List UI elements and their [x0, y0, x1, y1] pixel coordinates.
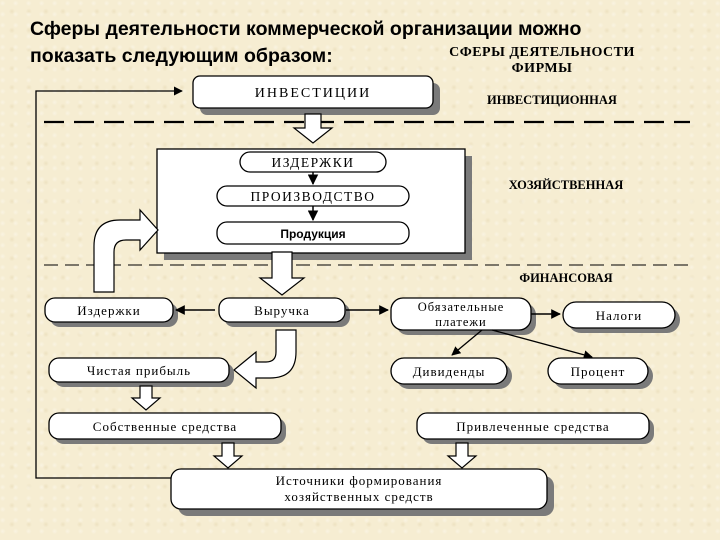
- arrow-mandatory-to-interest: [491, 329, 593, 360]
- box-mandatory-payments: Обязательные платежи: [390, 297, 536, 335]
- arrow-mandatory-to-dividends: [451, 329, 483, 356]
- box-own-funds-label: Собственные средства: [93, 419, 237, 434]
- box-production: ПРОИЗВОДСТВО: [216, 185, 410, 207]
- diagram-heading-line-2: ФИРМЫ: [512, 61, 573, 76]
- box-net-profit: Чистая прибыль: [48, 357, 234, 387]
- feedback-loop-line: [35, 86, 183, 479]
- diagram-heading-line-1: СФЕРЫ ДЕЯТЕЛЬНОСТИ: [449, 45, 635, 60]
- block-arrow-costs-to-economic: [93, 208, 159, 293]
- box-production-label: ПРОИЗВОДСТВО: [251, 189, 376, 204]
- sphere-financial-label: ФИНАНСОВАЯ: [519, 271, 612, 285]
- sphere-economic-label: ХОЗЯЙСТВЕННАЯ: [509, 178, 624, 192]
- box-taxes: Налоги: [562, 301, 680, 333]
- block-arrow-own-funds-to-sources: [212, 442, 244, 469]
- slide-title: Сферы деятельности коммерческой организа…: [30, 16, 690, 70]
- box-investments: ИНВЕСТИЦИИ: [192, 75, 440, 115]
- box-product-label: Продукция: [280, 227, 345, 241]
- block-arrow-net-profit-to-own-funds: [130, 385, 162, 411]
- box-sources-line-2: хозяйственных средств: [284, 489, 433, 504]
- box-mandatory-line-2: платежи: [435, 315, 487, 329]
- box-investments-label: ИНВЕСТИЦИИ: [255, 86, 371, 101]
- box-product: Продукция: [216, 221, 410, 245]
- box-dividends: Дивиденды: [390, 357, 512, 389]
- slide-title-line-1: Сферы деятельности коммерческой организа…: [30, 18, 582, 40]
- box-borrowed-funds-label: Привлеченные средства: [456, 419, 609, 434]
- box-interest-label: Процент: [571, 364, 626, 379]
- box-dividends-label: Дивиденды: [413, 364, 486, 379]
- box-taxes-label: Налоги: [596, 308, 643, 323]
- block-arrow-product-to-revenue: [258, 251, 306, 296]
- box-revenue: Выручка: [218, 297, 350, 327]
- block-arrow-borrowed-funds-to-sources: [446, 442, 478, 469]
- box-mandatory-line-1: Обязательные: [418, 300, 505, 314]
- box-costs-label: Издержки: [77, 303, 140, 318]
- box-sources: Источники формирования хозяйственных сре…: [170, 468, 554, 516]
- slide-title-line-2: показать следующим образом:: [30, 45, 333, 67]
- box-interest: Процент: [547, 357, 653, 389]
- block-arrow-revenue-to-net-profit: [233, 329, 297, 390]
- box-costs-upper-label: ИЗДЕРЖКИ: [271, 155, 354, 170]
- box-costs-upper: ИЗДЕРЖКИ: [239, 151, 387, 173]
- sphere-investment-label: ИНВЕСТИЦИОННАЯ: [487, 93, 617, 107]
- block-arrow-investments-to-economic: [292, 113, 334, 144]
- box-revenue-label: Выручка: [254, 303, 310, 318]
- box-sources-line-1: Источники формирования: [276, 473, 443, 488]
- box-borrowed-funds: Привлеченные средства: [416, 412, 654, 444]
- box-net-profit-label: Чистая прибыль: [87, 363, 191, 378]
- box-own-funds: Собственные средства: [48, 412, 286, 444]
- box-costs: Издержки: [44, 297, 178, 327]
